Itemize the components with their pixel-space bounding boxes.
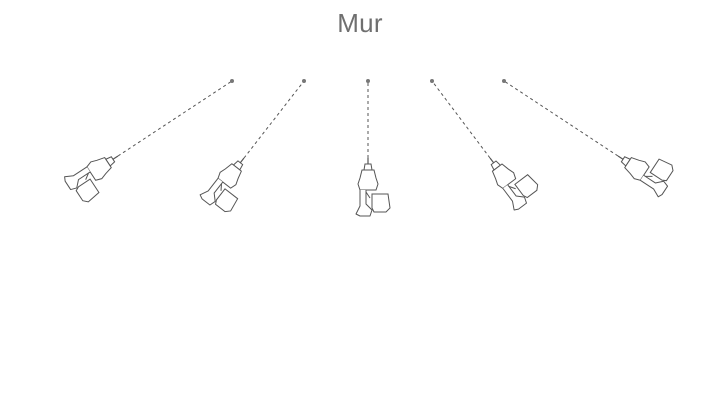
- drill-angle-left: [198, 79, 306, 218]
- drill-icon: [610, 137, 680, 199]
- drill-angle-left-far: [62, 79, 234, 207]
- guide-line: [503, 80, 619, 157]
- wall-label: Mur: [337, 8, 383, 38]
- drill-angle-right: [430, 79, 544, 213]
- wall-point: [502, 79, 506, 83]
- wall-point: [366, 79, 370, 83]
- guide-line: [243, 80, 305, 159]
- drill-angle-right-far: [502, 79, 680, 199]
- wall-point: [430, 79, 434, 83]
- guide-line: [431, 80, 491, 159]
- guide-line: [117, 80, 233, 157]
- drill-icon: [479, 144, 544, 213]
- drill-straight: [355, 79, 391, 217]
- drill-icon: [355, 157, 391, 217]
- drill-icon: [198, 150, 262, 218]
- wall-point: [302, 79, 306, 83]
- wall-point: [230, 79, 234, 83]
